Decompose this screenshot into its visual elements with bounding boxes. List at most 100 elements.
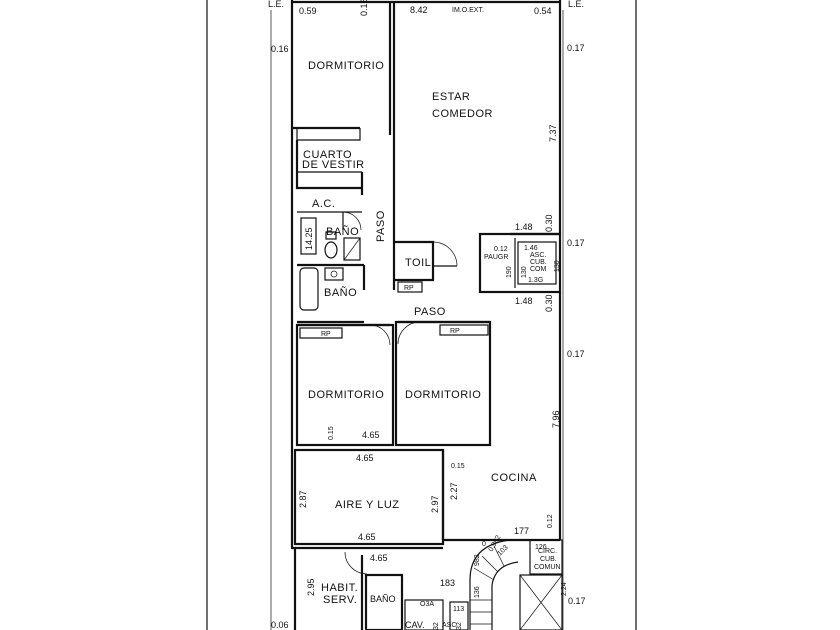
dim-016-top: 0.16 [359, 0, 369, 16]
dim-737: 7.37 [548, 124, 558, 142]
dim-796: 7.96 [551, 410, 561, 428]
shower-box [343, 237, 361, 261]
dim-295: 2.95 [306, 578, 316, 596]
dim-465-a: 4.65 [362, 430, 380, 440]
dim-148-b: 1.48 [515, 296, 533, 306]
dim-006: 0.06 [271, 620, 289, 630]
dim-465-b: 4.65 [356, 453, 374, 463]
label-rp-dorm3: RP [450, 328, 460, 335]
shaft-box [478, 232, 562, 294]
rp-box-toil [397, 281, 423, 293]
room-asc-3: COM [530, 266, 547, 273]
dim-017-d: 0.17 [568, 596, 586, 606]
dim-32-a: 32 [433, 622, 440, 630]
dim-016-left: 0.16 [271, 44, 289, 54]
cav-box [404, 599, 444, 630]
dorm2-box [295, 323, 395, 447]
ac-door-arc [342, 211, 362, 231]
paso-door-arc-1 [369, 324, 391, 346]
room-paugr: PAUGR [484, 254, 508, 261]
dim-297: 2.97 [430, 495, 440, 513]
toilet-tank [325, 231, 337, 240]
toilet-bowl [324, 241, 338, 259]
room-cav: CAV. [405, 620, 425, 630]
elevator-box [519, 574, 563, 630]
room-asc-2: CUB. [530, 259, 547, 266]
room-circ-3: COMUN [534, 564, 560, 571]
dim-017-b: 0.17 [567, 238, 585, 248]
room-circ-1: CIRC. [538, 548, 557, 555]
circ-box [529, 539, 563, 575]
room-aire-y-luz: AIRE Y LUZ [335, 499, 400, 511]
room-ac: A.C. [312, 198, 335, 210]
room-paso-horizontal: PASO [414, 306, 446, 318]
dim-177: 177 [514, 526, 529, 536]
dim-0-1: 0 [482, 541, 486, 548]
elevator-cross-2 [519, 574, 563, 630]
dim-130-a: 130 [521, 266, 528, 278]
dim-030-a: 0.30 [544, 214, 554, 232]
dim-982: 982 [474, 554, 481, 566]
wardrobe-outline [296, 128, 361, 141]
dim-017-a: 0.17 [567, 43, 585, 53]
label-asc: ASC [442, 622, 456, 629]
paso-door-arc-2 [397, 321, 421, 345]
dim-146: 1.46 [524, 245, 538, 252]
sink [324, 267, 344, 281]
dim-03a: O3A [420, 601, 434, 608]
stair-tread-6 [493, 545, 505, 567]
stair-tread-5 [481, 555, 499, 573]
room-cuarto: CUARTO [303, 149, 352, 161]
bathtub [299, 267, 319, 311]
room-dormitorio-2: DORMITORIO [308, 389, 384, 401]
shaft-113 [449, 601, 469, 630]
dim-017-c: 0.17 [567, 349, 585, 359]
dim-190: 190 [506, 266, 513, 278]
dorm3-box [394, 320, 492, 447]
bano3-box [364, 573, 404, 630]
label-le-left: L.E. [268, 0, 284, 9]
room-dormitorio-3: DORMITORIO [405, 389, 481, 401]
stair-curve-inner [491, 561, 519, 630]
dim-030-b: 0.30 [544, 294, 554, 312]
dim-015-a: 0.15 [328, 426, 335, 440]
dim-13g: 1.3G [528, 277, 543, 284]
label-rp-toil: RP [404, 285, 414, 292]
dim-059: 0.59 [299, 6, 317, 16]
label-rp-dorm2: RP [321, 331, 331, 338]
dim-012: 0.12 [494, 246, 508, 253]
dim-465-c: 4.65 [358, 532, 376, 542]
toil-door-arc [432, 241, 458, 267]
dim-465-d: 4.65 [370, 553, 388, 563]
room-circ-2: CUB. [540, 556, 557, 563]
dim-103: 103 [496, 544, 509, 557]
room-bano-2: BAÑO [324, 286, 357, 299]
room-cocina: COCINA [491, 472, 537, 484]
rp-box-dorm3 [439, 324, 489, 336]
room-de-vestir: DE VESTIR [302, 159, 365, 171]
label-im-o-ext: IM.O.EXT. [452, 7, 484, 14]
dim-842: 8.42 [410, 5, 428, 15]
dim-32-b: 32 [456, 622, 463, 630]
sink-bowl [330, 270, 338, 278]
dim-126: 126 [535, 544, 547, 551]
stair-curve-outer [469, 539, 511, 630]
room-bano-3: BAÑO [370, 594, 396, 604]
room-toil: TOIL [405, 257, 431, 269]
wall-vestir [295, 140, 362, 190]
exterior-wall-left [290, 0, 297, 630]
room-bano-1: BAÑO [326, 225, 359, 238]
shower-diagonal [343, 237, 361, 261]
dim-183: 183 [440, 578, 455, 588]
room-estar: ESTAR [432, 91, 470, 103]
dim-012-b: 0.12 [547, 514, 554, 528]
dim-130-b: 130 [554, 260, 561, 272]
shaft-asc [517, 241, 557, 285]
dim-box [300, 217, 317, 255]
dim-287: 2.87 [298, 490, 308, 508]
label-le-right: L.E. [568, 0, 584, 9]
room-paso-vertical: PASO [375, 210, 387, 242]
dim-224: 2.24 [561, 582, 568, 596]
room-dormitorio-1: DORMITORIO [308, 60, 384, 72]
dim-136: 136 [474, 586, 481, 598]
